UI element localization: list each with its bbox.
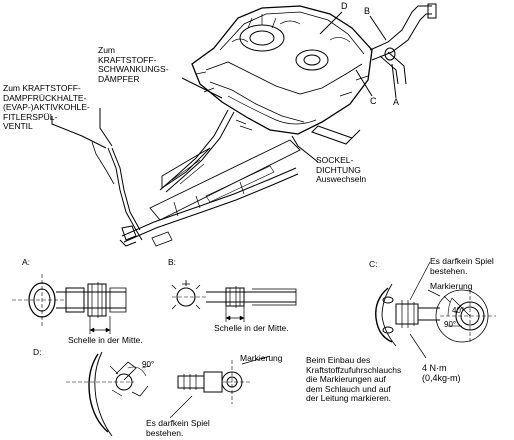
detail-a-clamp: Schelle in der Mitte. bbox=[68, 335, 143, 345]
leader-a bbox=[391, 63, 397, 99]
detail-a-art bbox=[12, 274, 127, 334]
evap-label: Zum KRAFTSTOFF- DAMPFRÜCKHALTE- (EVAP-)A… bbox=[3, 83, 90, 131]
detail-b-art bbox=[171, 280, 297, 322]
detail-c-angle-40: 40° bbox=[452, 306, 465, 315]
detail-d-marking: Markierung bbox=[240, 353, 283, 363]
detail-c-art bbox=[375, 261, 496, 359]
leader-d bbox=[319, 11, 343, 35]
detail-c-marking: Markierung bbox=[430, 281, 473, 291]
fuel-lines bbox=[91, 109, 301, 247]
detail-d-title: D: bbox=[33, 347, 42, 357]
detail-a-title: A: bbox=[22, 257, 31, 267]
damper-label: Zum KRAFTSTOFF- SCHWANKUNGS- DÄMPFER bbox=[98, 45, 169, 84]
leader-evap bbox=[51, 116, 107, 149]
fuel-tank bbox=[191, 5, 373, 135]
callout-b: B bbox=[364, 6, 371, 16]
detail-b-title: B: bbox=[168, 257, 177, 267]
detail-c-install-note: Beim Einbau des Kraftstoffzufuhrschlauch… bbox=[306, 355, 402, 403]
leader-c bbox=[355, 69, 373, 97]
callout-a: A bbox=[393, 97, 400, 107]
detail-d-no-play: Es darfkein Spiel bestehen. bbox=[146, 418, 210, 438]
detail-c-torque: 4 N·m (0,4kg-m) bbox=[422, 363, 461, 383]
detail-c-title: C: bbox=[369, 259, 378, 269]
leader-seal bbox=[291, 135, 319, 163]
leader-evap-2 bbox=[99, 108, 113, 147]
tank-strap bbox=[311, 125, 361, 145]
seal-label: SOCKEL- DICHTUNG Auswechseln bbox=[316, 155, 367, 184]
leader-b bbox=[369, 15, 387, 41]
detail-c-angle-90: 90° bbox=[444, 320, 457, 329]
detail-d-angle-90: 90° bbox=[142, 360, 155, 369]
callout-c: C bbox=[370, 96, 377, 106]
detail-c-no-play: Es darfkein Spiel bestehen. bbox=[430, 256, 494, 276]
detail-d-art bbox=[66, 351, 271, 437]
callout-d: D bbox=[341, 1, 348, 11]
detail-b-clamp: Schelle in der Mitte. bbox=[214, 323, 289, 333]
leader-damper bbox=[181, 77, 223, 99]
filler-neck bbox=[369, 3, 437, 85]
